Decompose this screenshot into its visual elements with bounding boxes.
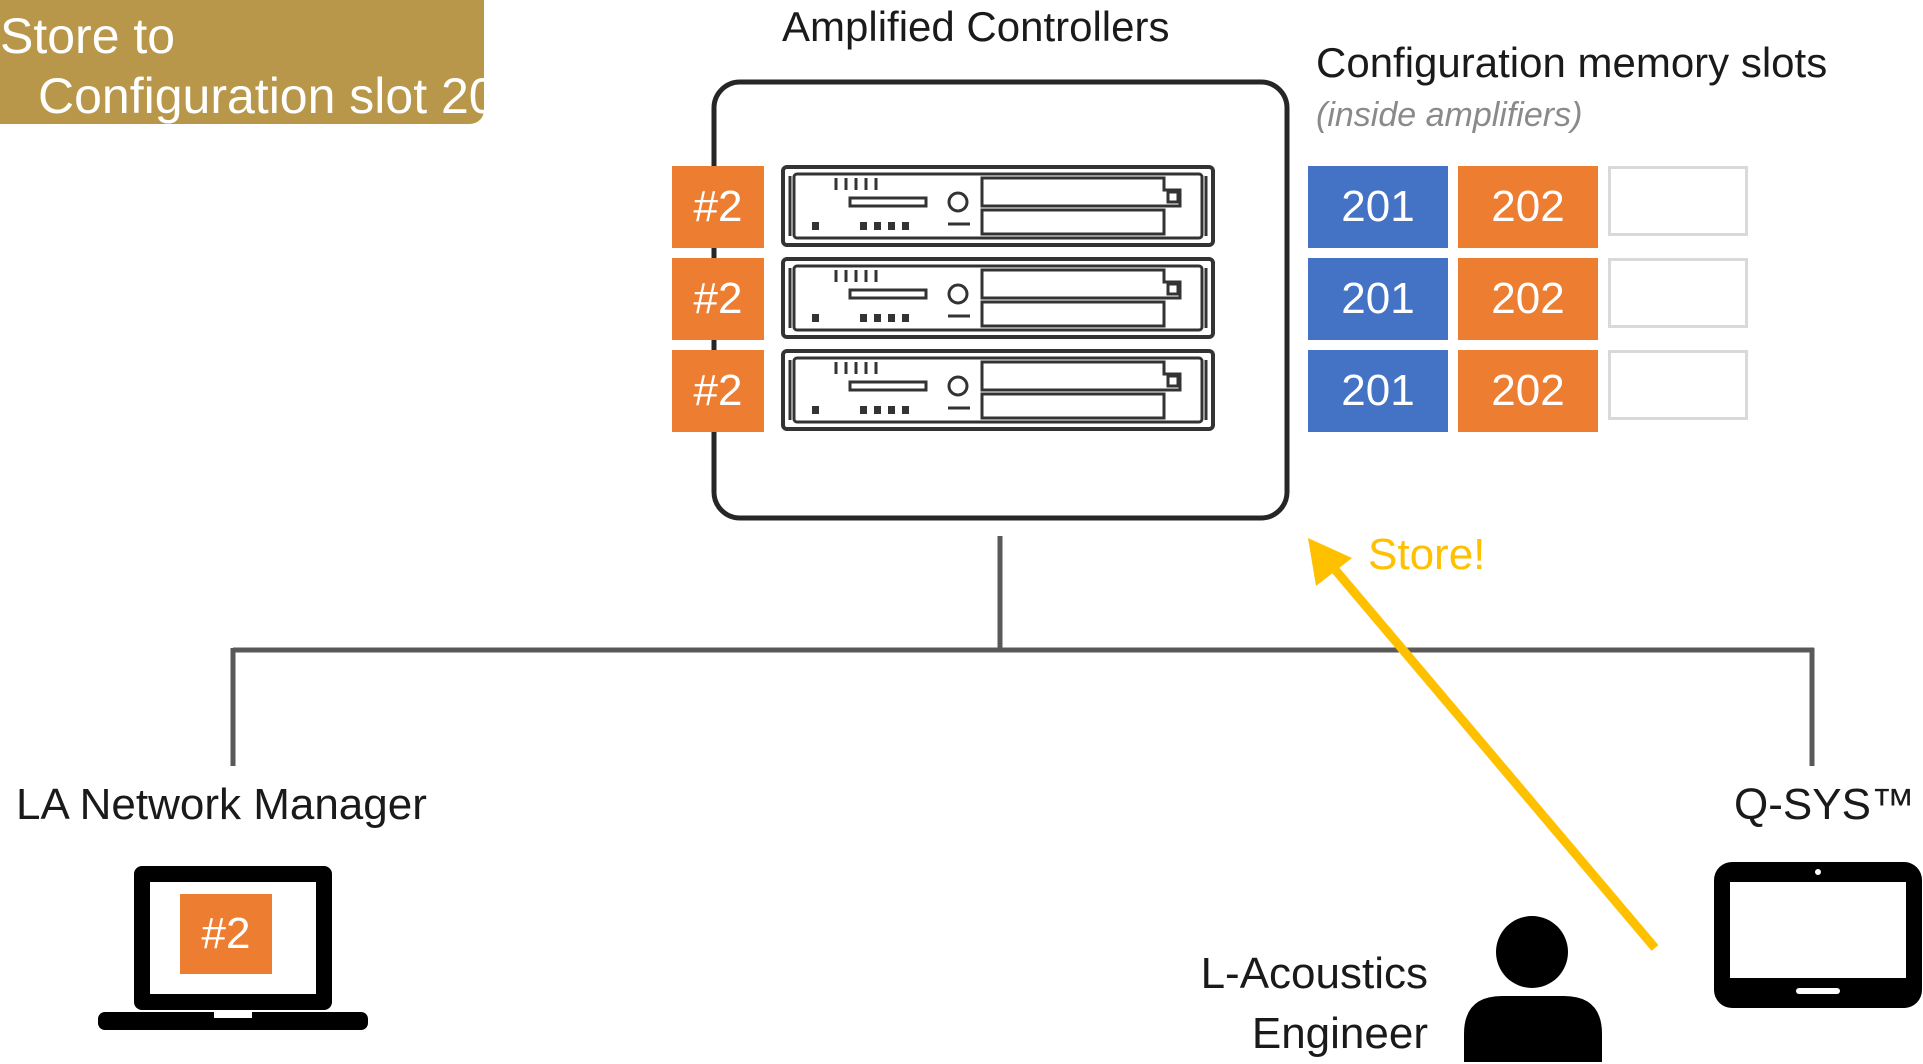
memory-slot-201: 201 [1308, 258, 1448, 340]
memory-slot-empty [1608, 166, 1748, 236]
store-callout-text: Store to Configuration slot 202 [0, 6, 525, 126]
store-arrow-shaft [1328, 563, 1659, 951]
qsys-label: Q-SYS™ [1734, 780, 1915, 829]
memory-slot-201: 201 [1308, 350, 1448, 432]
memory-slot-202: 202 [1458, 166, 1598, 248]
network-lines [230, 536, 1815, 766]
engineer-label-line-1: L-Acoustics [1200, 949, 1428, 998]
controller-preset-badge: #2 [672, 258, 764, 340]
laptop-preset-badge: #2 [180, 894, 272, 974]
memory-title: Configuration memory slots [1316, 39, 1828, 86]
amplifier-unit-icon [781, 257, 1215, 339]
store-arrow-head [1308, 538, 1352, 586]
memory-slot-empty [1608, 350, 1748, 420]
engineer-person-icon [1464, 916, 1602, 1062]
controller-preset-badge: #2 [672, 350, 764, 432]
memory-slot-202: 202 [1458, 258, 1598, 340]
tablet-icon [1714, 862, 1922, 1008]
amplifier-unit-icon [781, 165, 1215, 247]
controllers-title: Amplified Controllers [782, 3, 1170, 50]
store-label: Store! [1368, 530, 1486, 579]
memory-slot-202: 202 [1458, 350, 1598, 432]
amplifier-unit-icon [781, 349, 1215, 431]
memory-slot-201: 201 [1308, 166, 1448, 248]
memory-subtitle: (inside amplifiers) [1316, 96, 1583, 134]
store-callout [0, 0, 484, 124]
controller-preset-badge: #2 [672, 166, 764, 248]
network-manager-label: LA Network Manager [16, 780, 427, 829]
memory-slot-empty [1608, 258, 1748, 328]
callout-line-2: Configuration slot 202 [38, 68, 525, 124]
callout-line-1: Store to [0, 8, 176, 64]
engineer-label-line-2: Engineer [1251, 1009, 1428, 1058]
